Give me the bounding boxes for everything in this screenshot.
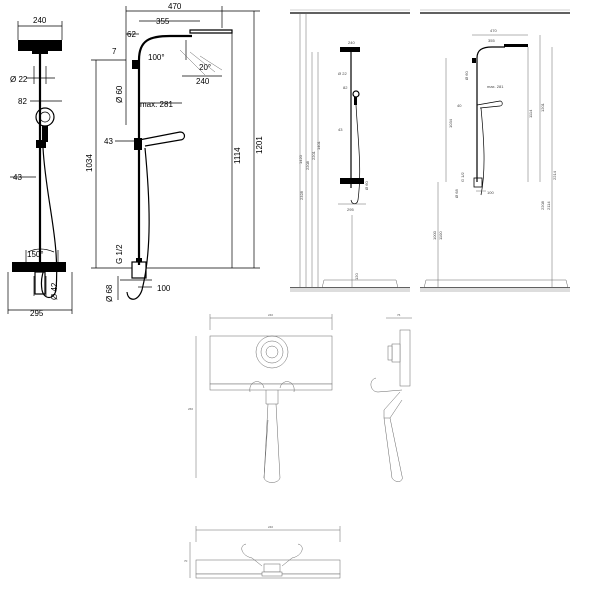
dim-rail: 43 [13,173,22,182]
dim-mixer-top-h: 70 [184,559,188,563]
side-view: 470 355 62 7 100° 20° 240 Ø 60 max. 281 … [85,2,264,302]
dim-2201: 2201 [311,150,316,160]
dim-d68: Ø 68 [105,284,114,302]
shower-head-side [189,29,233,34]
dim-2208: 2208 [305,160,310,170]
dim-1100-r: 1100 [438,231,443,240]
dim-mixer-side-w: 76 [397,313,401,317]
dim-outlet: Ø 42 [50,282,59,300]
dim-head-240: 240 [196,77,210,86]
mixer-top-view: 240 70 [184,525,341,579]
dim-max-281: max. 281 [140,100,173,109]
mixer-dial [255,335,289,369]
dim-43-l: 43 [338,127,343,132]
dim-thread-r: G 1/2 [460,171,465,182]
dim-mixer-width: 295 [30,309,44,318]
installation-left: 2328 2208 2201 1420 1401 240 Ø 22 82 43 … [290,9,410,292]
dim-1420: 1420 [298,154,303,164]
dim-470-r: 470 [490,28,497,33]
dim-d60-r: Ø 60 [464,71,469,80]
dim-mixer-h: 266 [188,407,193,411]
dim-thread: G 1/2 [115,244,124,264]
dim-2208-r: 2208 [540,200,545,210]
dim-43: 43 [104,137,113,146]
dim-mixer-top-w: 240 [268,525,273,529]
dim-1114-r: 1114 [528,109,533,118]
mixer-side-view: 76 [370,313,412,482]
dim-d22: Ø 22 [338,71,347,76]
dim-arm-diameter: Ø 22 [10,75,28,84]
dim-82: 82 [343,85,348,90]
front-view: 240 Ø 22 82 43 150° Ø 42 [7,16,73,318]
dim-head-width: 240 [33,16,47,25]
dim-1034: 1034 [85,154,94,172]
dim-max-281-r: max. 281 [487,84,504,89]
dim-120: 120 [354,273,359,280]
dim-2114-r: 2114 [546,201,551,210]
dim-d68-r: Ø 68 [454,189,459,198]
dim-total-width: 470 [168,2,182,11]
dim-mixer-w: 240 [268,313,273,317]
dim-100: 100 [157,284,171,293]
dim-1201-r: 1201 [540,102,545,112]
dim-295-l: 295 [347,207,354,212]
dim-355-r: 355 [488,38,495,43]
dim-angle-100: 100° [148,53,165,62]
mixer-front-view: 240 266 [188,313,333,483]
dim-angle-20: 20° [199,63,211,72]
dim-arm-width: 355 [156,17,170,26]
dim-2328: 2328 [299,190,304,200]
installation-right: 470 355 Ø 60 40 max. 281 1034 1114 1201 … [420,9,570,292]
dim-1000-r: 1000 [432,230,437,240]
dim-1114: 1114 [233,147,242,164]
dim-d60: Ø 60 [115,85,124,103]
dim-joint: 62 [127,30,136,39]
dim-40-r: 40 [457,103,462,108]
dim-2214-r: 2214 [552,170,557,180]
shower-head-front [18,40,62,51]
dim-top-240: 240 [348,40,355,45]
dim-d60-l: Ø 60 [364,181,369,190]
dim-1034-r: 1034 [448,118,453,128]
handshower-front [35,107,55,127]
thermostat-front [12,262,66,272]
dim-1401: 1401 [316,140,321,150]
dim-1201: 1201 [255,136,264,154]
dim-100-r: 100 [487,190,494,195]
dim-7: 7 [112,47,117,56]
dim-handshower: 82 [18,97,27,106]
dim-angle: 150° [27,250,44,259]
